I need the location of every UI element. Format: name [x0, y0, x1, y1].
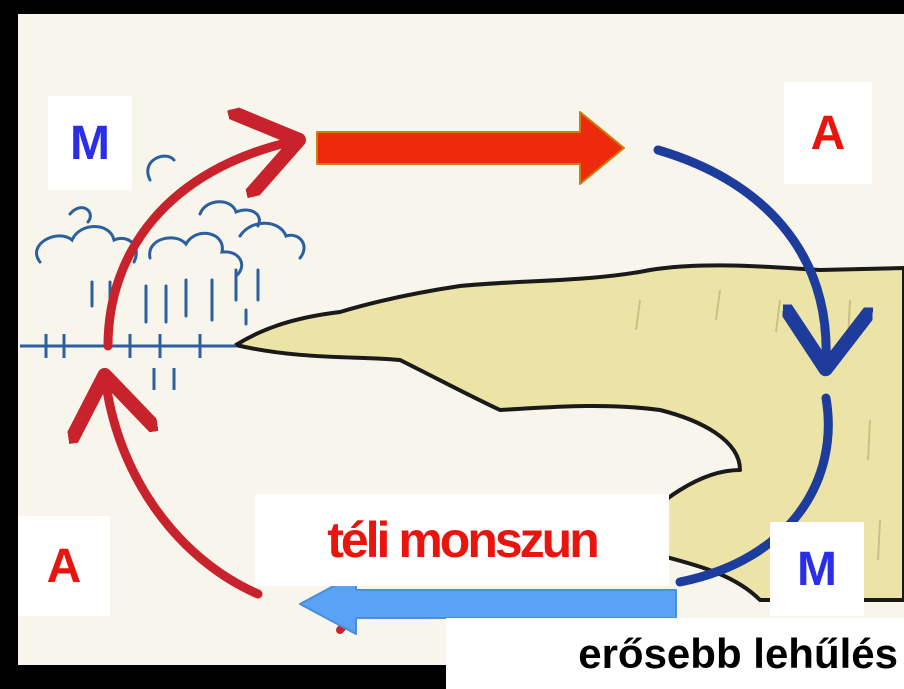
- winter-monsoon-label: téli monszun: [255, 494, 669, 586]
- label-a-bottom: A: [47, 539, 82, 594]
- stronger-cooling-label: erősebb lehűlés: [446, 618, 904, 689]
- descending-air-arrow: [106, 384, 258, 594]
- upper-flow-arrow: [317, 112, 624, 184]
- label-a-top: A: [811, 106, 846, 161]
- stronger-cooling-text: erősebb lehűlés: [578, 630, 898, 678]
- low-pressure-label-bottom: M: [770, 522, 864, 616]
- label-m-bottom: M: [797, 542, 837, 597]
- label-m-top: M: [70, 116, 110, 171]
- high-pressure-label-bottom: A: [18, 516, 110, 616]
- equator-ticks: [46, 334, 200, 390]
- winter-monsoon-text: téli monszun: [327, 511, 597, 569]
- high-pressure-label-top: A: [784, 82, 872, 184]
- low-pressure-label-top: M: [48, 96, 132, 190]
- rising-air-arrow: [108, 142, 290, 346]
